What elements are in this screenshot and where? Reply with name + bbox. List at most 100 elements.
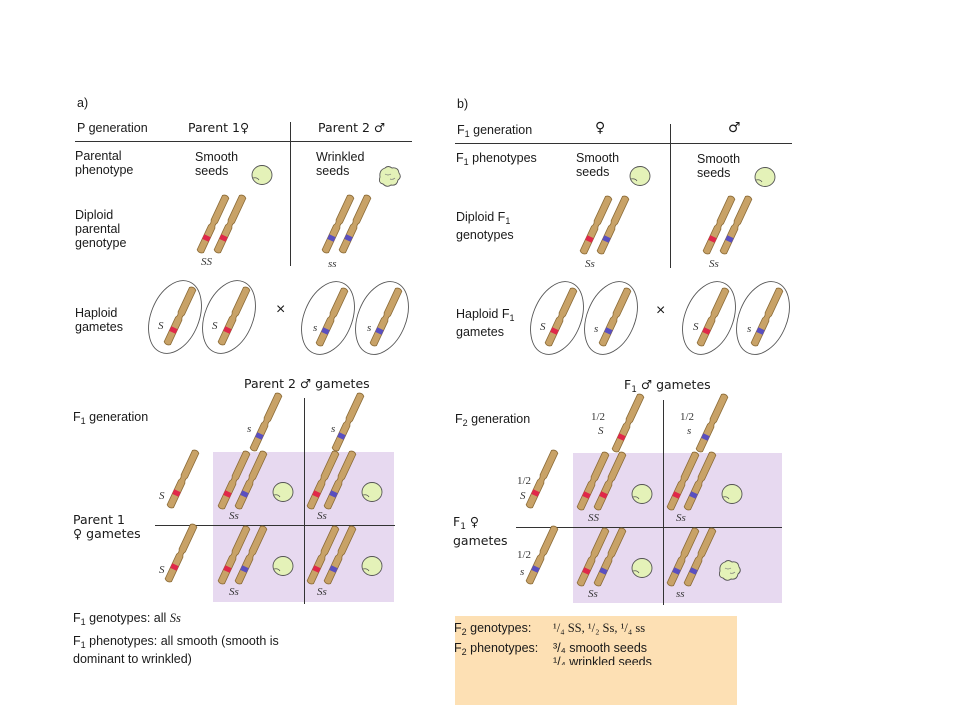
panel-a-tag: a)	[77, 96, 89, 110]
dominant-allele-band	[223, 326, 232, 334]
parent1-phenotype: Smooth seeds	[195, 150, 239, 178]
chromosome	[666, 450, 700, 512]
parent-divider	[670, 124, 671, 268]
dominant-allele-band	[169, 326, 178, 334]
chromosome-body	[593, 526, 627, 588]
chromosome-body	[369, 286, 403, 348]
gamete-label: s	[747, 323, 752, 335]
punnett-horizontal-divider	[516, 527, 782, 528]
f1-female-genotype: Ss	[585, 258, 595, 270]
chromosome-body	[696, 286, 730, 348]
dominant-allele-band	[170, 563, 179, 571]
chromosome-body	[750, 286, 784, 348]
chromosome	[525, 448, 559, 510]
chromosome-body	[683, 450, 717, 512]
chromosome	[525, 524, 559, 586]
column-fraction: 1/2	[591, 411, 606, 423]
chromosome	[750, 286, 784, 348]
smooth-seed	[272, 482, 294, 502]
chromosome-body	[596, 194, 630, 256]
punnett-cell-genotype: Ss	[676, 512, 686, 524]
recessive-allele-band	[255, 432, 264, 440]
chromosome	[321, 193, 355, 255]
parent1-gametes-label: Parent 1 ♀ gametes	[73, 512, 141, 541]
chromosome	[598, 286, 632, 348]
column-gamete-label: s	[331, 423, 336, 435]
chromosome	[593, 450, 627, 512]
chromosome	[331, 391, 365, 453]
chromosome-body	[683, 526, 717, 588]
chromosome	[369, 286, 403, 348]
chromosome	[217, 449, 251, 511]
chromosome	[719, 194, 753, 256]
f1-phenotypes-label: F1 phenotypes	[456, 151, 537, 167]
recessive-allele-band	[672, 567, 681, 575]
f1-female-phenotype: Smooth seeds	[576, 151, 620, 179]
smooth-seed	[629, 166, 651, 186]
smooth-seed-shape	[272, 482, 294, 502]
column-gamete-label: s	[247, 423, 252, 435]
smooth-seed-shape	[754, 167, 776, 187]
chromosome-body	[576, 450, 610, 512]
punnett-vertical-divider	[663, 400, 664, 605]
chromosome-body	[525, 448, 559, 510]
dominant-allele-band	[702, 327, 711, 335]
smooth-seed	[721, 484, 743, 504]
dominant-allele-band	[550, 327, 559, 335]
chromosome	[576, 526, 610, 588]
chromosome-body	[315, 286, 349, 348]
row-gamete-label: S	[159, 564, 165, 576]
dominant-allele-band	[585, 235, 594, 243]
gamete-oval	[584, 281, 638, 355]
recessive-allele-band	[327, 234, 336, 242]
smooth-seed	[272, 556, 294, 576]
f2-summary-note-background	[455, 616, 737, 705]
punnett-cell-genotype: ss	[676, 588, 685, 600]
chromosome-body	[234, 449, 268, 511]
gamete-label: s	[313, 322, 318, 334]
recessive-allele-band	[240, 565, 249, 573]
p-generation-label: P generation	[77, 121, 148, 135]
chromosome-body	[323, 524, 357, 586]
f2-phenotypes-summary: F2 phenotypes:	[454, 641, 539, 657]
chromosome	[164, 522, 198, 584]
chromosome	[596, 194, 630, 256]
header-rule	[455, 143, 792, 144]
recessive-allele-band	[344, 234, 353, 242]
gamete-oval	[355, 281, 409, 355]
recessive-allele-band	[725, 235, 734, 243]
recessive-allele-band	[337, 432, 346, 440]
recessive-allele-band	[689, 567, 698, 575]
chromosome-body	[525, 524, 559, 586]
dominant-allele-band	[582, 491, 591, 499]
punnett-cell-genotype: SS	[588, 512, 599, 524]
f1-generation-label: F1 generation	[73, 410, 149, 426]
f2-generation-label: F2 generation	[455, 412, 531, 428]
f2-genotypes-value: ¹/₄ SS, ¹/₂ Ss, ¹/₄ ss	[553, 621, 646, 635]
male-header: ♂	[728, 120, 741, 136]
recessive-allele-band	[329, 490, 338, 498]
chromosome	[611, 392, 645, 454]
row-gamete-label: s	[520, 566, 525, 578]
chromosome-body	[576, 526, 610, 588]
dominant-allele-band	[708, 235, 717, 243]
gamete-oval	[736, 281, 790, 355]
row-gamete-label: S	[159, 490, 165, 502]
chromosome	[217, 285, 251, 347]
recessive-allele-band	[329, 565, 338, 573]
chromosome	[338, 193, 372, 255]
chromosome-body	[338, 193, 372, 255]
chromosome-body	[306, 524, 340, 586]
f2-genotypes-summary: F2 genotypes:	[454, 621, 532, 637]
f1-male-phenotype: Smooth seeds	[697, 152, 741, 180]
dominant-allele-band	[202, 234, 211, 242]
gamete-oval	[202, 280, 256, 354]
punnett-horizontal-divider	[155, 525, 395, 526]
chromosome	[234, 449, 268, 511]
chromosome-body	[213, 193, 247, 255]
chromosome	[166, 448, 200, 510]
punnett-cell-genotype: Ss	[588, 588, 598, 600]
chromosome	[544, 286, 578, 348]
f1-male-genotype: Ss	[709, 258, 719, 270]
